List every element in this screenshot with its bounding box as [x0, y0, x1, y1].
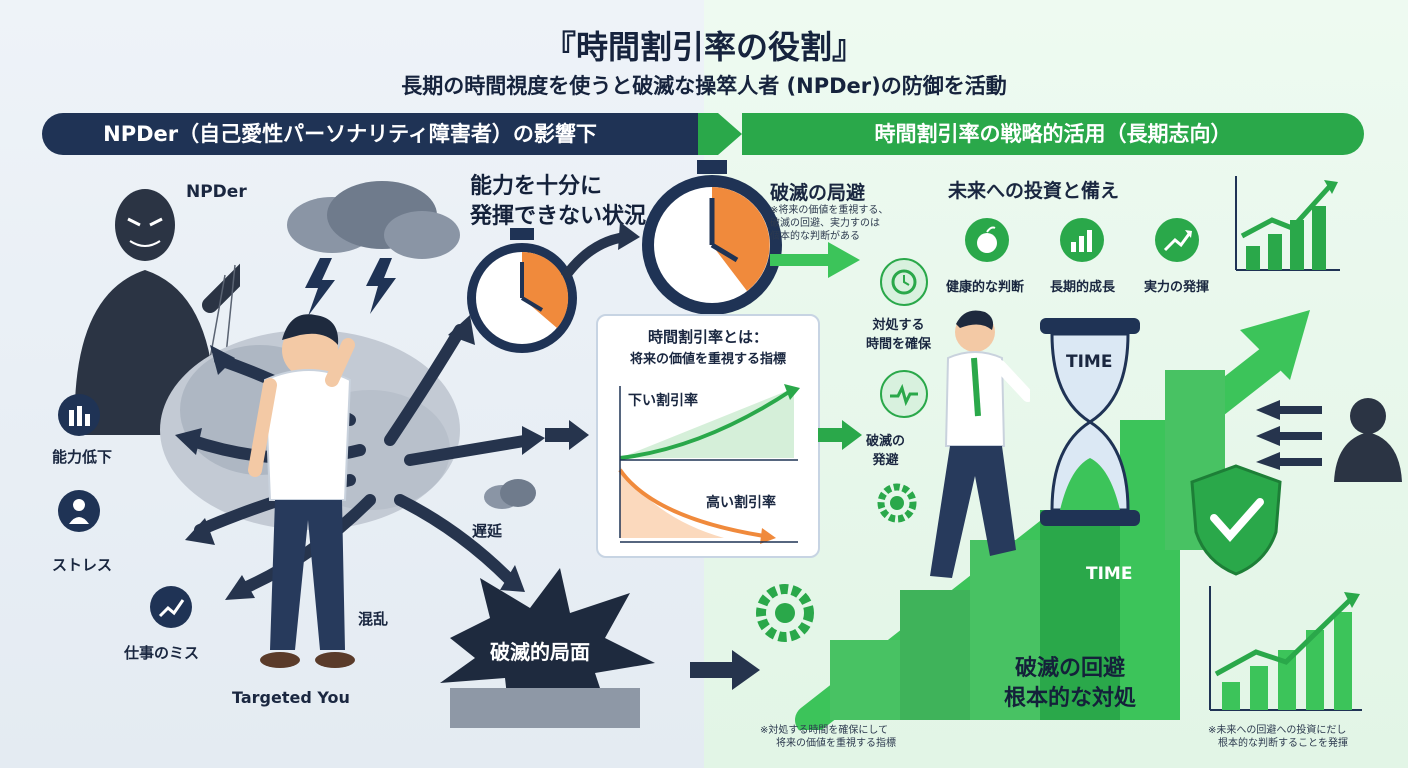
page-subtitle: 長期の時間視度を使うと破滅な操箤人者 (NPDer)の防御を活動: [401, 74, 1007, 98]
discount-rate-panel: 時間割引率とは： 将来の価値を重視する指標 下い割引率 高い割引率: [596, 314, 820, 558]
stopwatch-large-icon: [642, 160, 782, 315]
small-cloud-icon: [484, 479, 536, 509]
ruin-burst: [440, 568, 655, 728]
note-line-1: ※将来の価値を重視する、: [770, 205, 889, 216]
blocked-arrows-icon: [1256, 400, 1322, 470]
curved-arrow-icon: [560, 222, 640, 280]
icon-label-health: 健康的な判断: [946, 280, 1025, 295]
growth-stairs-graphic: [795, 310, 1310, 730]
npder-right-shadow: [1334, 398, 1402, 482]
ability-drop-label: 能力低下: [52, 448, 113, 466]
footnote-center-line-1: ※対処する時間を確保にして: [760, 725, 889, 736]
footnote-right: ※未来への回避への投資にだし 根本的な判断することを発揮: [1208, 724, 1348, 750]
lightning-icon: [305, 258, 396, 316]
arrow-to-right-icon: [690, 650, 760, 690]
headline-line-1: 能力を十分に: [470, 174, 603, 199]
invest-title: 未来への投資と備え: [948, 180, 1120, 202]
hourglass-icon: [1040, 318, 1140, 526]
discount-curves-chart: [618, 384, 800, 544]
ruin-phase-label: 破滅的局面: [490, 640, 590, 664]
chart-mistake-icon: [150, 586, 192, 628]
icon-label-ability: 実力の発揮: [1144, 280, 1210, 295]
high-rate-label: 高い割引率: [706, 495, 776, 511]
confusion-label: 混乱: [358, 610, 389, 628]
stress-label: ストレス: [52, 556, 113, 574]
mini-growth-chart-bottom: [1209, 586, 1362, 711]
right-banner: 時間割引率の戦略的活用（長期志向）: [742, 113, 1364, 155]
gear-icon: [877, 483, 917, 523]
gear-large-icon: [756, 584, 814, 642]
time-label-hourglass: TIME: [1066, 352, 1113, 372]
panel-title: 時間割引率とは：: [647, 328, 768, 346]
ruin-avoid-note: ※将来の価値を重視する、 破滅の回避、実力すのは 個本的な判断がある: [770, 204, 888, 243]
note-line-3: 個本的な判断がある: [770, 231, 860, 242]
targeted-you-label: Targeted You: [232, 688, 350, 707]
apple-icon: [965, 218, 1009, 262]
stopwatch-small-icon: [467, 228, 577, 353]
secure-time-label: 対処する 時間を確保: [866, 314, 931, 352]
bottom-summary: 破滅の回避 根本的な対処: [1004, 654, 1136, 714]
time-label-block: TIME: [1086, 564, 1133, 584]
low-rate-label: 下い割引率: [628, 393, 698, 409]
work-mistake-label: 仕事のミス: [124, 644, 200, 662]
growth-chart-icon: [1060, 218, 1104, 262]
left-headline: 能力を十分に 発揮できない状況: [470, 172, 646, 232]
ruin-escape-label: 破滅の 発避: [866, 430, 905, 468]
bottom-line-2: 根本的な対処: [1004, 686, 1137, 711]
ruin-escape-line-1: 破滅の: [866, 434, 906, 449]
note-line-2: 破滅の回避、実力すのは: [770, 218, 880, 229]
banner-arrow-icon: [658, 113, 742, 155]
mini-growth-chart-top: [1235, 176, 1340, 271]
panel-subtitle: 将来の価値を重視する指標: [629, 352, 786, 367]
green-arrow-icon: [770, 242, 860, 278]
left-banner: NPDer（自己愛性パーソナリティ障害者）の影響下: [42, 113, 658, 155]
footnote-center: ※対処する時間を確保にして 将来の価値を重視する指標: [760, 724, 896, 750]
bottom-line-1: 破滅の回避: [1015, 656, 1126, 681]
clock-icon: [880, 258, 928, 306]
footnote-right-line-1: ※未来への回避への投資にだし: [1208, 725, 1347, 736]
shield-check-icon: [1190, 464, 1282, 576]
arrow-from-panel-icon: [818, 420, 862, 450]
ruin-avoid-title: 破滅の局避: [770, 182, 866, 204]
storm-cloud-icon: [287, 181, 460, 259]
footnote-center-line-2: 将来の価値を重視する指標: [776, 738, 896, 749]
page-title: 『時間割引率の役割』: [543, 28, 864, 66]
heartbeat-icon: [880, 370, 928, 418]
headline-line-2: 発揮できない状況: [470, 204, 647, 229]
delay-label: 遅延: [472, 522, 503, 540]
stress-person-icon: [58, 490, 100, 532]
ruin-escape-line-2: 発避: [872, 453, 899, 468]
npder-label: NPDer: [186, 182, 247, 202]
stressed-person-figure: [248, 314, 355, 668]
arrow-to-panel-icon: [545, 420, 589, 450]
secure-time-line-2: 時間を確保: [866, 337, 932, 352]
bar-chart-down-icon: [58, 394, 100, 436]
trend-up-icon: [1155, 218, 1199, 262]
footnote-right-line-2: 根本的な判断することを発揮: [1218, 738, 1348, 749]
secure-time-line-1: 対処する: [872, 318, 925, 333]
icon-label-growth: 長期的成長: [1050, 280, 1116, 295]
businessman-figure: [930, 310, 1030, 578]
